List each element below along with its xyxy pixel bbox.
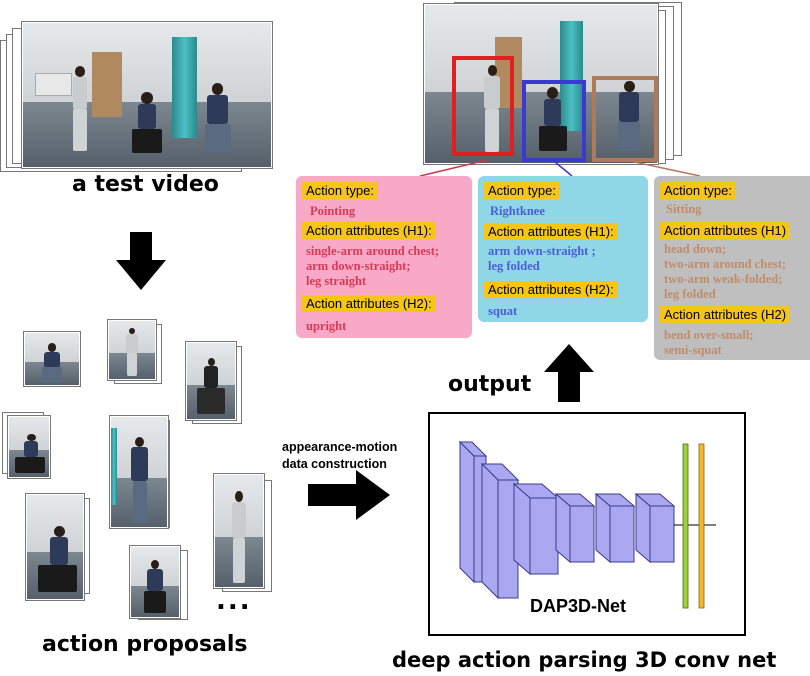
h1-values: head down; two-arm around chest; two-arm… <box>664 242 786 302</box>
down-arrow-icon <box>116 232 166 290</box>
test-video-stack <box>0 10 272 180</box>
h2-values: bend over-small; semi-squat <box>664 328 753 358</box>
h1-value: leg folded <box>488 259 540 273</box>
right-arrow-icon <box>308 470 390 520</box>
proposal-thumb <box>130 546 180 618</box>
action-type-value: Pointing <box>310 204 356 218</box>
annotation-panel-rightknee: Action type: Rightknee Action attributes… <box>478 176 648 322</box>
h1-label: Action attributes (H1): <box>484 223 618 240</box>
h1-value: head down; <box>664 242 727 256</box>
h1-value: arm down-straight; <box>306 259 411 273</box>
data-construction-label-1: appearance-motion <box>282 440 398 454</box>
action-proposals-collage: ... <box>0 318 272 628</box>
proposal-thumb <box>24 332 80 386</box>
h2-value: squat <box>488 304 518 318</box>
h1-value: single-arm around chest; <box>306 244 440 258</box>
proposal-thumb <box>110 416 168 528</box>
network-name: DAP3D-Net <box>530 596 627 616</box>
h2-value: upright <box>306 319 347 333</box>
bbox-pointing <box>452 56 514 156</box>
test-video-frame <box>22 22 272 168</box>
proposal-thumb <box>214 474 264 588</box>
annotation-panel-pointing: Action type: Pointing Action attributes … <box>296 176 472 338</box>
bbox-rightknee <box>522 80 586 162</box>
h1-values: single-arm around chest; arm down-straig… <box>306 244 439 289</box>
h1-value: leg straight <box>306 274 367 288</box>
action-type-label: Action type: <box>660 182 736 199</box>
h1-value: arm down-straight ; <box>488 244 596 258</box>
h2-value: semi-squat <box>664 343 722 357</box>
h1-label: Action attributes (H1) <box>660 222 791 239</box>
caption-output: output <box>448 372 532 397</box>
caption-test-video: a test video <box>72 172 219 197</box>
h2-label: Action attributes (H2): <box>484 281 618 298</box>
h1-label: Action attributes (H1): <box>302 222 436 239</box>
proposal-thumb <box>26 494 84 600</box>
annotated-video-frame <box>424 4 658 164</box>
proposal-thumb <box>108 320 156 380</box>
action-type-label: Action type: <box>484 182 560 199</box>
data-construction-label-2: data construction <box>282 457 387 471</box>
caption-action-proposals: action proposals <box>42 632 248 657</box>
action-type-label: Action type: <box>302 182 378 199</box>
network-box <box>428 412 746 636</box>
action-type-value: Sitting <box>666 202 702 216</box>
annotation-panel-sitting: Action type: Sitting Action attributes (… <box>654 176 810 360</box>
bbox-sitting <box>592 76 658 162</box>
network-diagram <box>458 440 716 609</box>
annotated-video-stack <box>424 0 682 170</box>
h1-value: leg folded <box>664 287 716 301</box>
proposal-thumb <box>8 416 50 478</box>
proposal-thumb <box>186 342 236 420</box>
h2-value: bend over-small; <box>664 328 754 342</box>
h2-label: Action attributes (H2): <box>302 295 436 312</box>
up-arrow-icon <box>544 344 594 402</box>
h2-label: Action attributes (H2) <box>660 306 791 323</box>
ellipsis: ... <box>216 586 252 616</box>
h1-values: arm down-straight ; leg folded <box>488 244 596 274</box>
action-type-value: Rightknee <box>490 204 545 218</box>
caption-network-full: deep action parsing 3D conv net <box>392 648 777 672</box>
h1-value: two-arm around chest; <box>664 257 786 271</box>
h1-value: two-arm weak-folded; <box>664 272 783 286</box>
